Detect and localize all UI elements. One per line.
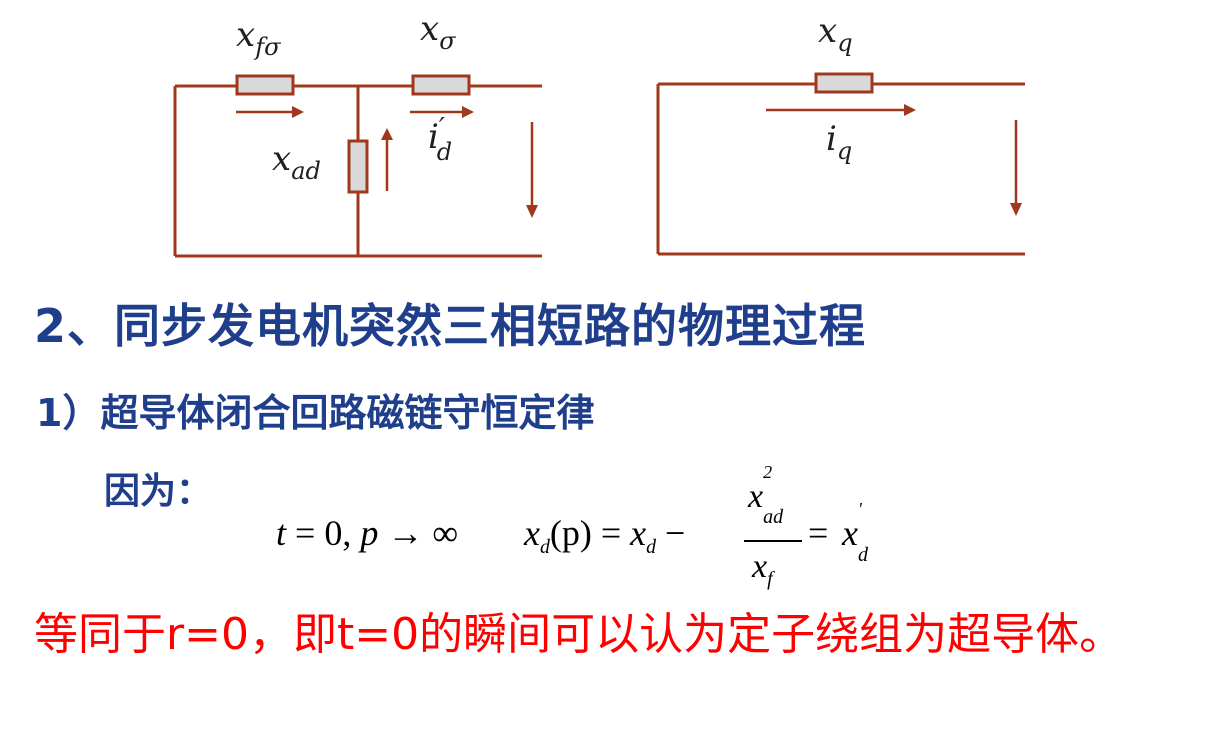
- resistor-x-sigma: [411, 74, 471, 96]
- resistor-xf-sigma: [235, 74, 295, 96]
- formula-result: x'd: [842, 499, 868, 567]
- right-circuit: xq iq: [656, 11, 1025, 256]
- label-id-prime: i′d: [428, 113, 452, 166]
- label-iq: iq: [826, 119, 852, 165]
- arrowhead: [292, 106, 304, 118]
- because-label: 因为：: [104, 471, 213, 512]
- label-x-sigma: xσ: [420, 9, 456, 55]
- resistor-xq: [814, 72, 874, 94]
- arrowhead: [526, 205, 538, 218]
- circuit-diagrams: xfσ xσ xad i′d xq iq: [173, 9, 1025, 258]
- fraction-denominator: xf: [752, 548, 773, 590]
- arrowhead: [1010, 203, 1022, 216]
- formula-condition: t = 0, p → ∞: [276, 513, 458, 553]
- conclusion-note: 等同于r=0，即t=0的瞬间可以认为定子绕组为超导体。: [34, 609, 1124, 660]
- arrowhead: [381, 128, 393, 140]
- label-xad: xad: [272, 139, 321, 185]
- sub-heading: 1）超导体闭合回路磁链守恒定律: [36, 391, 595, 435]
- arrowhead: [462, 106, 474, 118]
- left-circuit: xfσ xσ xad i′d: [173, 9, 542, 258]
- fraction-line: [744, 540, 802, 542]
- section-heading: 2、同步发电机突然三相短路的物理过程: [34, 299, 867, 353]
- formula-equals: =: [808, 513, 829, 553]
- label-xf-sigma: xfσ: [236, 15, 281, 61]
- label-xq: xq: [818, 11, 853, 57]
- formula-lhs: xd(p) = xd −: [524, 513, 686, 559]
- resistor-xad: [347, 139, 369, 194]
- arrowhead: [904, 104, 916, 116]
